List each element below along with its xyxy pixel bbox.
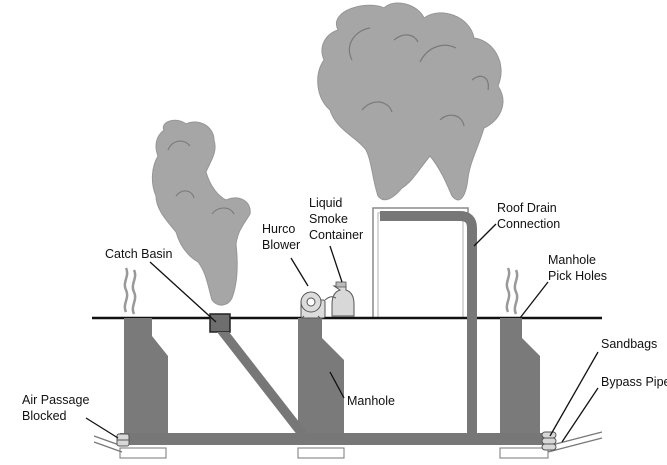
pick-hole-smoke-right bbox=[505, 267, 519, 315]
liquid-smoke-container-label: Liquid Smoke Container bbox=[309, 196, 363, 242]
manhole-right bbox=[500, 318, 540, 444]
hurco-blower-leader bbox=[290, 257, 309, 287]
catch-basin bbox=[209, 313, 310, 436]
large-smoke-plume bbox=[317, 2, 504, 201]
manhole-pick-holes-label: Manhole Pick Holes bbox=[548, 253, 607, 283]
sandbags-label: Sandbags bbox=[601, 337, 657, 351]
bypass-pipe bbox=[93, 431, 603, 453]
small-smoke-plume bbox=[151, 119, 251, 306]
manhole-leader bbox=[329, 371, 345, 399]
liquid-smoke-container bbox=[324, 281, 355, 317]
pick-holes-leader bbox=[519, 281, 549, 319]
air-passage-plug bbox=[116, 433, 130, 447]
main-sewer-pipe bbox=[120, 433, 552, 445]
catch-basin-leader bbox=[149, 261, 217, 323]
air-passage-leader bbox=[85, 417, 119, 439]
manhole-label: Manhole bbox=[347, 394, 395, 408]
roof-drain-connection-label: Roof Drain Connection bbox=[497, 201, 560, 231]
hurco-blower-label: Hurco Blower bbox=[262, 222, 300, 252]
manhole-left bbox=[124, 318, 168, 444]
roof-drain-leader bbox=[473, 223, 497, 247]
roof-drain-frame bbox=[372, 207, 469, 319]
sandbags bbox=[541, 431, 557, 451]
bedding-pads bbox=[119, 447, 549, 459]
liquid-smoke-leader bbox=[329, 245, 343, 283]
pick-hole-smoke-left bbox=[123, 267, 137, 315]
bypass-pipe-leader bbox=[561, 387, 599, 443]
manhole-middle bbox=[298, 318, 344, 444]
bypass-pipe-label: Bypass Pipe bbox=[601, 375, 667, 389]
catch-basin-label: Catch Basin bbox=[105, 247, 172, 261]
sandbags-leader bbox=[549, 351, 599, 437]
hurco-blower bbox=[300, 291, 326, 319]
roof-drain-pipe bbox=[380, 211, 477, 440]
air-passage-blocked-label: Air Passage Blocked bbox=[22, 393, 93, 423]
